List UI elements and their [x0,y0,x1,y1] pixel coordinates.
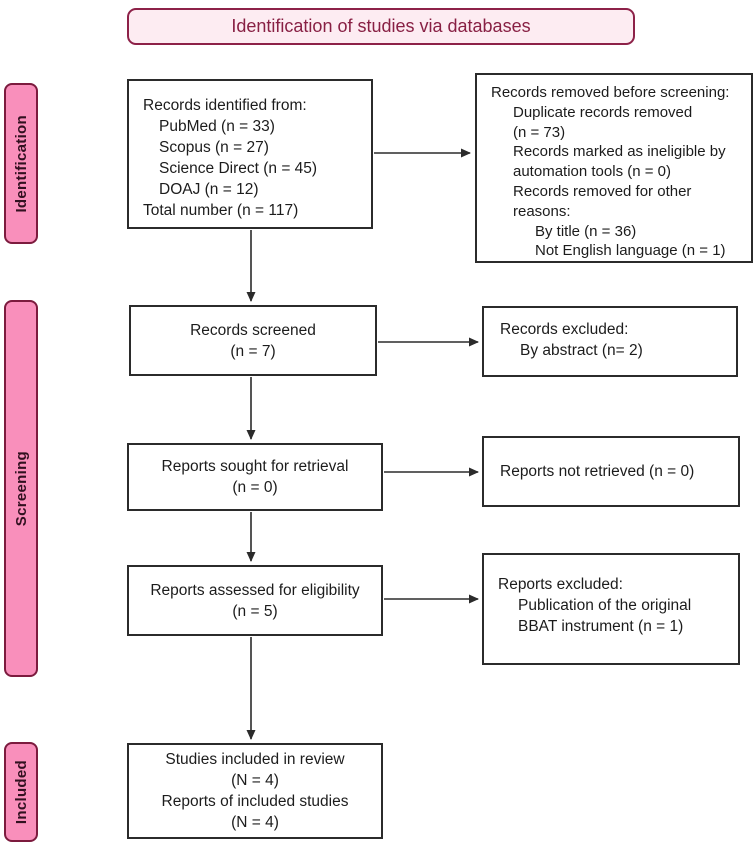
box-line: Total number (n = 117) [143,202,299,219]
box-records-removed: Records removed before screening: Duplic… [475,73,753,263]
box-line: Records removed for other [513,182,692,200]
box-line: By title (n = 36) [535,222,637,240]
box-line: (n = 5) [232,602,278,620]
box-line: By abstract (n= 2) [520,342,643,359]
stage-screening-label: Screening [12,450,30,527]
box-line: Reports of included studies [161,793,349,810]
box-line: (n = 7) [230,342,276,360]
box-line: Records removed before screening: [491,84,730,101]
box-line: Scopus (n = 27) [159,139,269,156]
box-records-excluded: Records excluded: By abstract (n= 2) [482,306,738,377]
box-line: reasons: [513,202,571,220]
diagram-title-label: Identification of studies via databases [231,16,531,36]
box-line: Reports assessed for eligibility [150,581,360,599]
box-line: Records identified from: [143,97,307,114]
stage-bar-identification: Identification [4,83,38,244]
box-records-screened: Records screened (n = 7) [129,305,377,376]
box-line: (N = 4) [231,814,279,831]
box-line: Reports excluded: [498,576,623,593]
box-line: automation tools (n = 0) [513,163,672,181]
stage-bar-included: Included [4,742,38,842]
stage-bar-screening: Screening [4,300,38,677]
box-reports-excluded: Reports excluded: Publication of the ori… [482,553,740,665]
box-line: Records excluded: [500,321,629,338]
box-studies-included: Studies included in review (N = 4) Repor… [127,743,383,839]
box-line: Studies included in review [165,751,345,768]
box-line: Duplicate records removed [513,103,693,121]
diagram-title: Identification of studies via databases [127,8,635,45]
box-reports-sought: Reports sought for retrieval (n = 0) [127,443,383,511]
box-line: Records marked as ineligible by [513,143,726,161]
box-line: PubMed (n = 33) [159,118,275,135]
box-line: DOAJ (n = 12) [159,181,259,198]
box-line: Reports sought for retrieval [161,458,349,475]
box-line: Reports not retrieved (n = 0) [500,463,695,480]
box-line: Not English language (n = 1) [535,242,726,260]
box-line: (n = 73) [513,123,566,141]
stage-included-label: Included [12,759,30,825]
box-line: Publication of the original [518,597,692,614]
box-reports-assessed: Reports assessed for eligibility (n = 5) [127,565,383,636]
box-records-identified: Records identified from: PubMed (n = 33)… [127,79,373,229]
box-line: (n = 0) [232,479,278,496]
box-line: (N = 4) [231,772,279,789]
box-reports-not-retrieved: Reports not retrieved (n = 0) [482,436,740,507]
box-line: Records screened [190,321,316,339]
box-line: Science Direct (n = 45) [159,160,318,177]
stage-identification-label: Identification [12,114,30,213]
box-line: BBAT instrument (n = 1) [518,618,684,635]
